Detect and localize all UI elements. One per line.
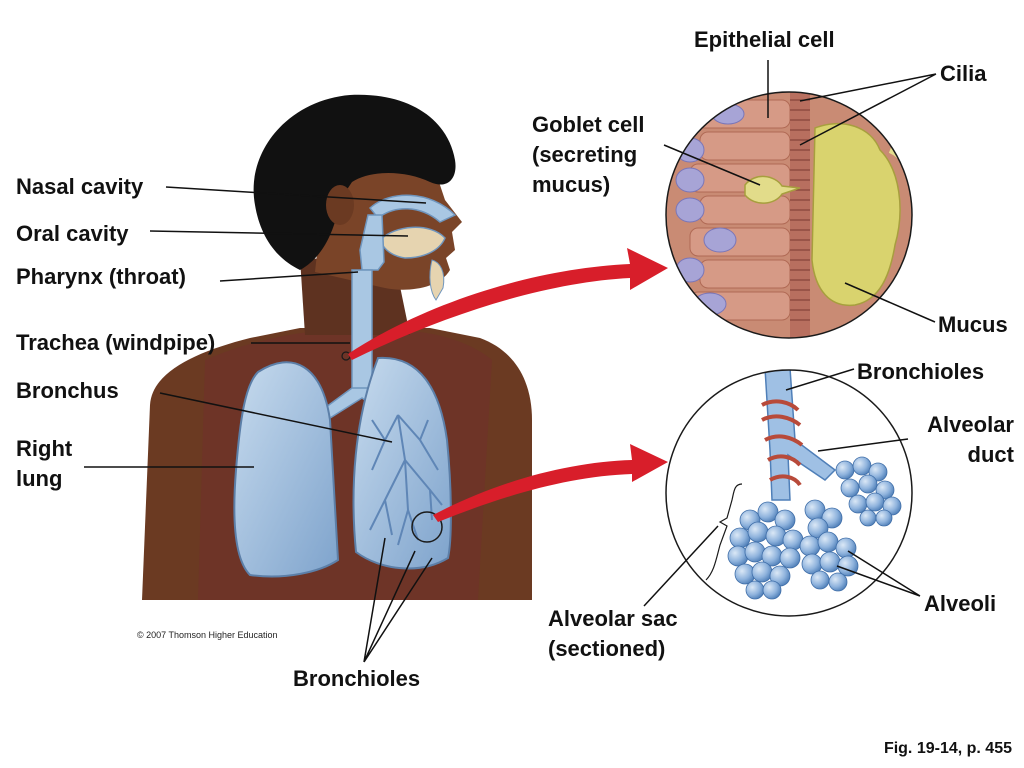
label-oral-cavity: Oral cavity [16,221,129,246]
lungs [233,351,452,578]
alveoli-detail [665,369,913,617]
alveolar-sac-brace [705,483,743,581]
arrow-to-alveoli [433,444,668,522]
oral-cavity-shape [379,226,446,259]
nasal-cavity-shape [368,194,457,223]
figure-reference: Fig. 19-14, p. 455 [883,740,1012,757]
label-goblet-cell: Goblet cell (secreting mucus) [532,112,645,197]
leader-lines [84,60,937,663]
smooth-muscle [761,399,804,487]
label-right-lung: Right lung [16,436,73,491]
arrow-to-epithelium [348,248,668,360]
label-trachea: Trachea (windpipe) [16,330,216,355]
label-bronchus: Bronchus [16,378,119,403]
right-lung-shape [233,361,340,578]
copyright-notice: © 2007 Thomson Higher Education [137,630,278,640]
hair [253,94,456,270]
label-cilia: Cilia [940,61,987,86]
alveoli-circle-border [665,369,913,617]
mucus-shape [811,122,901,306]
label-bronchioles-bottom: Bronchioles [293,666,421,691]
ear [326,185,354,225]
trachea-shape [351,269,373,391]
label-pharynx: Pharynx (throat) [16,264,186,289]
epithelial-cells [689,99,791,321]
label-alveolar-duct: Alveolar duct [927,412,1014,467]
label-nasal-cavity: Nasal cavity [16,174,144,199]
tongue [429,259,445,301]
alveoli-clusters [727,456,902,600]
label-epithelial-cell: Epithelial cell [694,27,835,52]
pharynx-shape [359,214,385,271]
detail-highlight-circle [411,511,443,543]
label-alveolar-sac: Alveolar sac (sectioned) [548,606,678,661]
label-mucus: Mucus [938,312,1008,337]
label-bronchioles-detail: Bronchioles [857,359,985,384]
cilia-band [790,92,810,338]
epithelium-circle-border [665,91,913,339]
epithelium-detail [665,91,913,339]
goblet-cell-shape [744,175,801,204]
label-alveoli: Alveoli [924,591,997,616]
